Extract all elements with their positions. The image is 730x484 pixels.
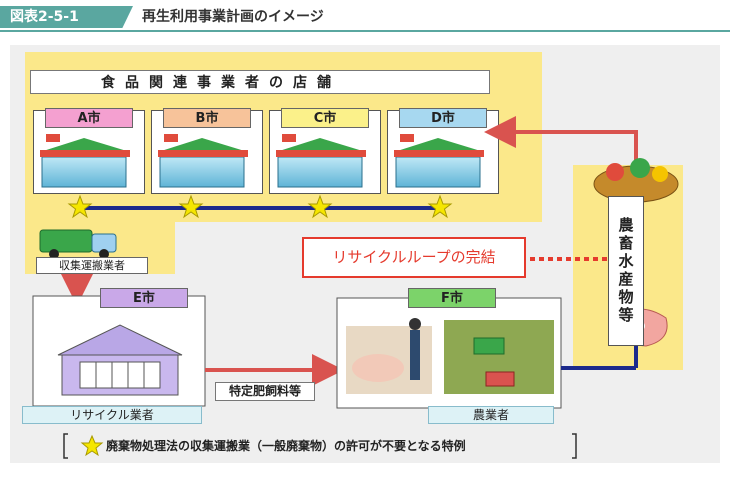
- city-label-a: A市: [45, 108, 133, 128]
- farmer-label: 農業者: [428, 406, 554, 424]
- star-icon-a: [67, 194, 93, 219]
- figure-title: 再生利用事業計画のイメージ: [142, 9, 324, 25]
- shops-title: 食品関連事業者の店舗: [30, 70, 490, 94]
- star-icon-b: [178, 194, 204, 219]
- legend-note: 廃棄物処理法の収集運搬業（一般廃棄物）の許可が不要となる特例: [106, 439, 466, 453]
- header-rule: [0, 30, 730, 32]
- garbage-truck-icon: [39, 229, 117, 259]
- star-icon-note: [80, 434, 104, 457]
- vegetable-basket-icon: [593, 158, 679, 203]
- star-icon-c: [307, 194, 333, 219]
- loop-label: リサイクルループの完結: [302, 237, 526, 278]
- store-icon-d: [394, 134, 484, 188]
- recycler-building: [32, 295, 206, 407]
- note-left-bracket: [63, 433, 68, 459]
- feed-label: 特定肥飼料等: [215, 382, 315, 401]
- transport-label: 収集運搬業者: [36, 257, 148, 274]
- recycler-label: リサイクル業者: [22, 406, 202, 424]
- city-label-e: E市: [100, 288, 188, 308]
- note-right-bracket: [572, 433, 577, 459]
- store-icon-a: [40, 134, 130, 188]
- store-icon-c: [276, 134, 366, 188]
- city-label-c: C市: [281, 108, 369, 128]
- city-label-b: B市: [163, 108, 251, 128]
- city-label-f: F市: [408, 288, 496, 308]
- products-label: 農畜水産物等: [608, 196, 644, 346]
- city-label-d: D市: [399, 108, 487, 128]
- farmer-box: [336, 297, 562, 409]
- star-icon-d: [427, 194, 453, 219]
- figure-number: 図表2-5-1: [0, 6, 133, 28]
- store-icon-b: [158, 134, 248, 188]
